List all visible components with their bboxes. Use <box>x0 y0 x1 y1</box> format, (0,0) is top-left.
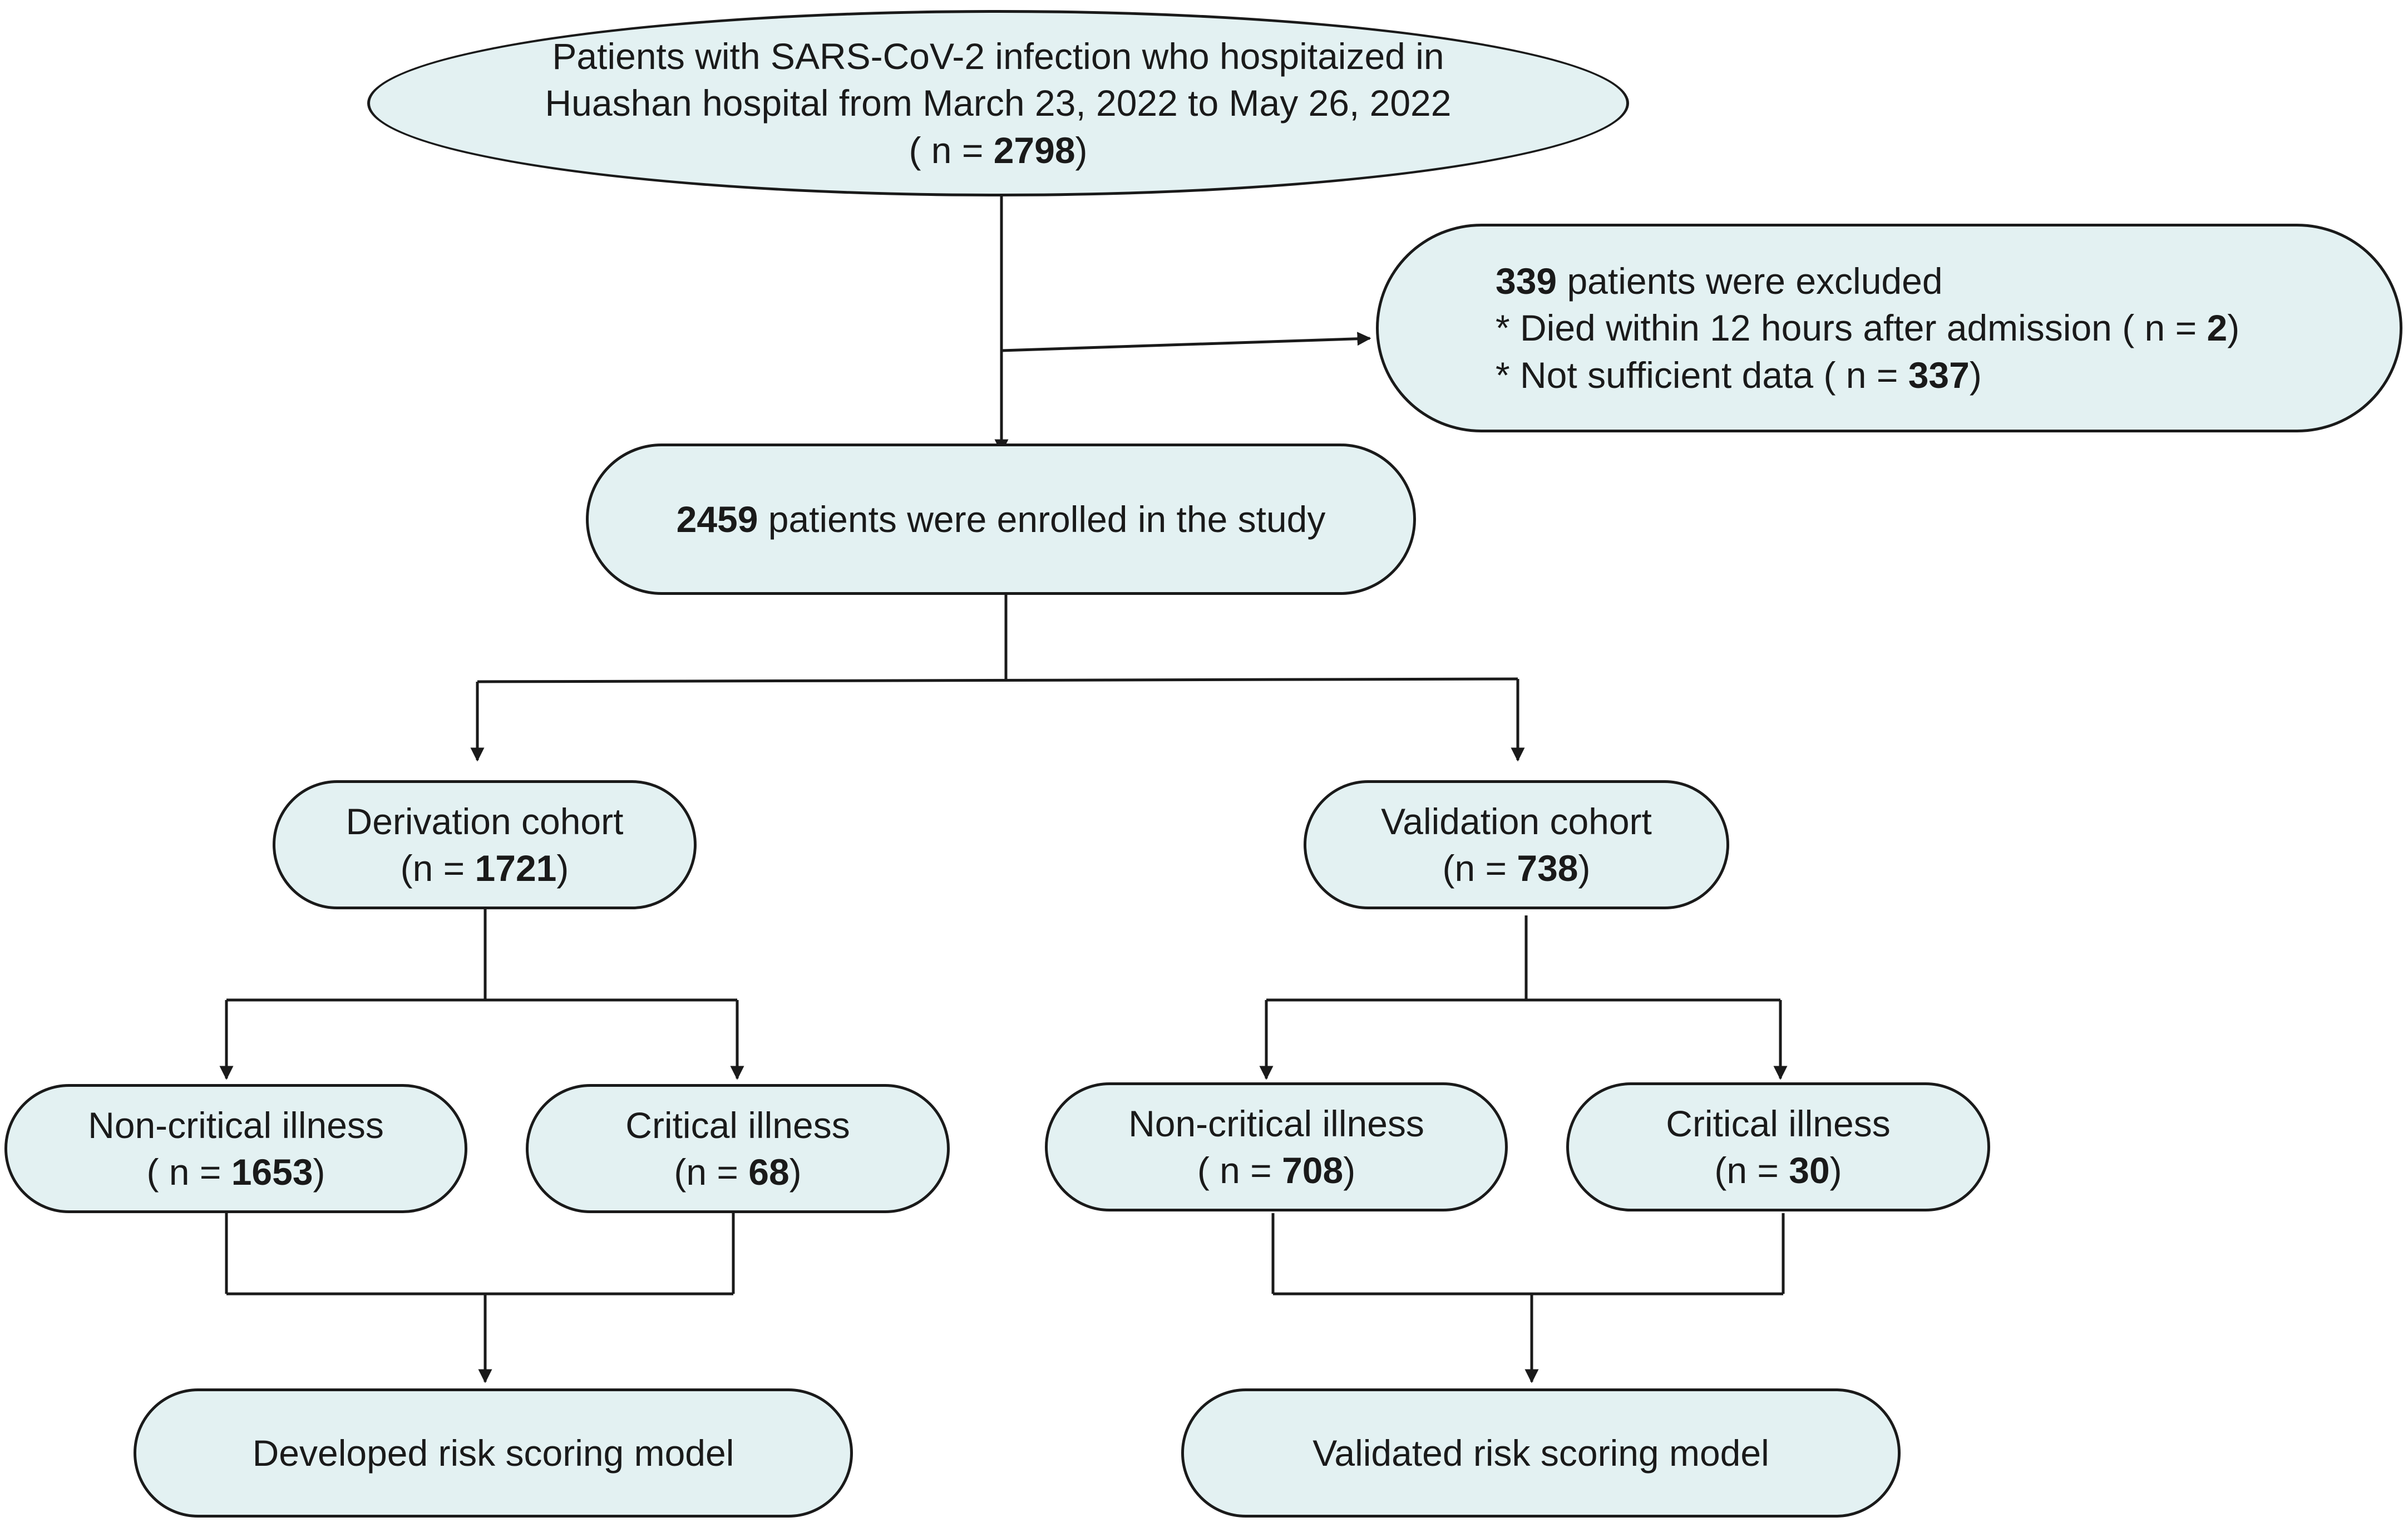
enrolled-node: 2459 patients were enrolled in the study <box>586 444 1416 595</box>
validated-model-node: Validated risk scoring model <box>1181 1388 1901 1518</box>
validation-noncritical-count: ( n = 708) <box>1197 1150 1356 1191</box>
source-line2: Huashan hospital from March 23, 2022 to … <box>545 82 1452 124</box>
source-line1: Patients with SARS-CoV-2 infection who h… <box>552 35 1444 77</box>
validation-title: Validation cohort <box>1381 800 1652 842</box>
derivation-count: (n = 1721) <box>400 848 569 889</box>
validated-model-label: Validated risk scoring model <box>1312 1432 1769 1474</box>
developed-model-label: Developed risk scoring model <box>252 1432 734 1474</box>
derivation-critical-title: Critical illness <box>625 1104 850 1146</box>
derivation-noncritical-title: Non-critical illness <box>88 1104 384 1146</box>
enrolled-text: 2459 patients were enrolled in the study <box>676 498 1326 540</box>
validation-noncritical-node: Non-critical illness ( n = 708) <box>1045 1082 1508 1211</box>
derivation-noncritical-count: ( n = 1653) <box>146 1151 325 1193</box>
validation-critical-node: Critical illness (n = 30) <box>1566 1082 1990 1211</box>
connector-enrolled-split <box>477 677 1518 683</box>
derivation-title: Derivation cohort <box>346 800 624 842</box>
excluded-reason-insufficient: * Not sufficient data ( n = 337) <box>1496 354 1982 396</box>
source-count: ( n = 2798) <box>909 129 1088 171</box>
validation-critical-count: (n = 30) <box>1714 1150 1842 1191</box>
derivation-noncritical-node: Non-critical illness ( n = 1653) <box>4 1084 467 1213</box>
derivation-critical-count: (n = 68) <box>674 1151 802 1193</box>
developed-model-node: Developed risk scoring model <box>134 1388 853 1518</box>
validation-cohort-node: Validation cohort (n = 738) <box>1304 780 1729 909</box>
excluded-node: 339 patients were excluded * Died within… <box>1376 224 2402 432</box>
validation-count: (n = 738) <box>1442 848 1591 889</box>
validation-noncritical-title: Non-critical illness <box>1128 1102 1424 1144</box>
derivation-critical-node: Critical illness (n = 68) <box>526 1084 950 1213</box>
derivation-cohort-node: Derivation cohort (n = 1721) <box>273 780 697 909</box>
validation-critical-title: Critical illness <box>1666 1102 1891 1144</box>
excluded-reason-died: * Died within 12 hours after admission (… <box>1496 307 2240 349</box>
excluded-title: 339 patients were excluded <box>1496 260 1943 302</box>
source-node: Patients with SARS-CoV-2 infection who h… <box>367 10 1629 196</box>
connector-to-excluded <box>1001 332 1371 352</box>
